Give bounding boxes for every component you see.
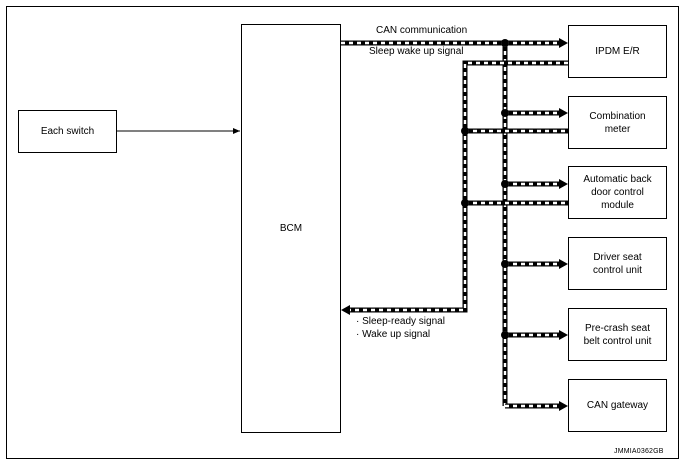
junction-dots <box>461 39 509 339</box>
figure-code: JMMIA0362GB <box>614 448 664 455</box>
outer-border <box>6 6 679 459</box>
driver-seat-box: Driver seat control unit <box>568 237 667 290</box>
can-gateway-label: CAN gateway <box>586 400 649 411</box>
automatic-back-door-box: Automatic back door control module <box>568 166 667 219</box>
combination-meter-box: Combination meter <box>568 96 667 149</box>
sleep-signal-path <box>341 60 568 315</box>
sleep-wake-up-signal-label: Sleep wake up signal <box>369 46 464 57</box>
bcm-box: BCM <box>241 24 341 433</box>
combination-meter-label: Combination meter <box>589 110 646 135</box>
each-switch-label: Each switch <box>40 126 95 137</box>
bcm-label: BCM <box>279 223 303 234</box>
each-switch-box: Each switch <box>18 110 117 153</box>
automatic-back-door-label: Automatic back door control module <box>583 174 652 211</box>
driver-seat-label: Driver seat control unit <box>593 251 642 276</box>
ipdm-er-label: IPDM E/R <box>595 46 640 57</box>
ipdm-er-box: IPDM E/R <box>568 25 667 78</box>
wake-up-signal-label: · Wake up signal <box>356 329 431 340</box>
can-communication-label: CAN communication <box>376 25 468 36</box>
sleep-ready-signal-label: · Sleep-ready signal <box>356 316 445 327</box>
can-branches <box>505 38 568 411</box>
can-gateway-box: CAN gateway <box>568 379 667 432</box>
pre-crash-seat-label: Pre-crash seat belt control unit <box>583 322 652 347</box>
pre-crash-seat-box: Pre-crash seat belt control unit <box>568 308 667 361</box>
